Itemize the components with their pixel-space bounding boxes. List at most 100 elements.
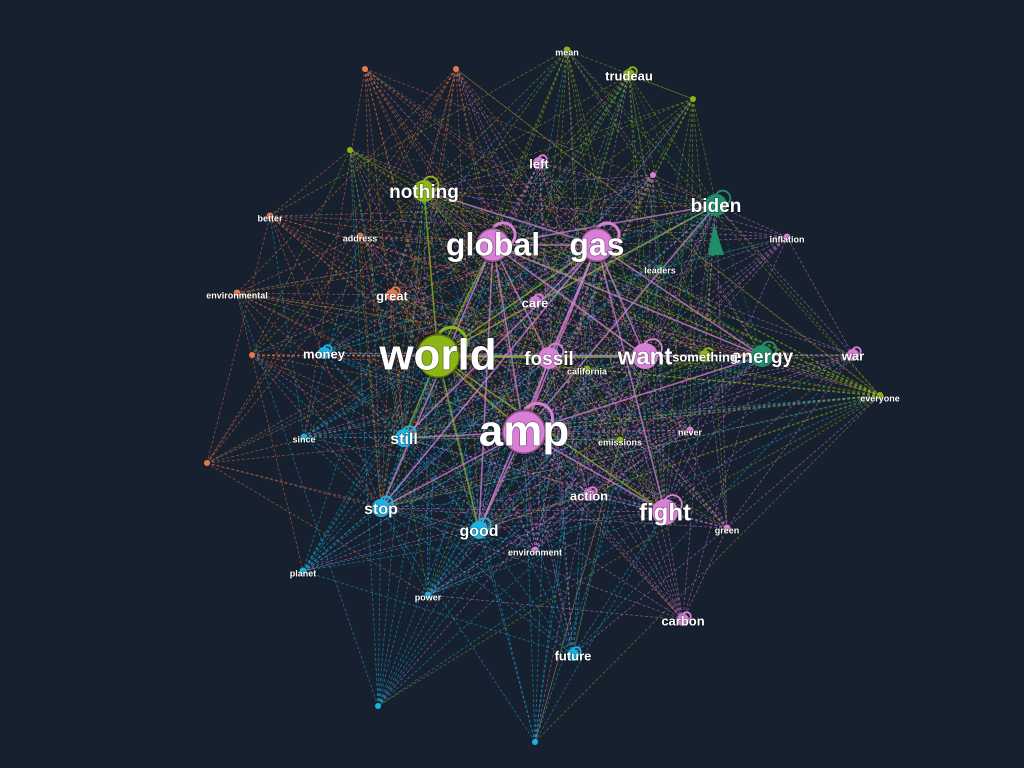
node-circle-environment[interactable]: [531, 546, 539, 554]
node-good[interactable]: [470, 517, 492, 539]
node-circle-never[interactable]: [686, 426, 694, 434]
node-global[interactable]: [474, 221, 517, 264]
node-sm2[interactable]: [453, 66, 459, 72]
node-inflation[interactable]: [783, 233, 791, 241]
node-money[interactable]: [318, 344, 333, 359]
node-circle-carbon[interactable]: [677, 614, 689, 626]
node-circle-war[interactable]: [847, 349, 859, 361]
edge-sm4-still: [403, 174, 654, 439]
node-circle-left[interactable]: [533, 157, 545, 169]
node-sm10[interactable]: [877, 392, 883, 398]
node-sm8[interactable]: [532, 739, 538, 745]
node-trudeau[interactable]: [623, 66, 638, 81]
node-fight[interactable]: [652, 494, 683, 525]
node-circle-action[interactable]: [583, 489, 595, 501]
node-action[interactable]: [583, 486, 598, 501]
node-circle-emissions[interactable]: [616, 436, 624, 444]
node-sm3[interactable]: [690, 96, 696, 102]
node-amp[interactable]: [500, 401, 555, 456]
node-energy[interactable]: [751, 340, 778, 367]
node-circle-sm3[interactable]: [690, 96, 696, 102]
node-circle-leaders[interactable]: [656, 264, 664, 272]
node-sm6[interactable]: [204, 460, 210, 466]
node-circle-inflation[interactable]: [783, 233, 791, 241]
node-circle-sm10[interactable]: [877, 392, 883, 398]
node-circle-environmental[interactable]: [233, 289, 241, 297]
node-something[interactable]: [699, 347, 714, 362]
node-never[interactable]: [686, 426, 694, 434]
node-war[interactable]: [847, 346, 862, 361]
node-great[interactable]: [386, 286, 401, 301]
node-circle-fossil[interactable]: [538, 347, 560, 369]
node-circle-address[interactable]: [356, 232, 364, 240]
node-circle-planet[interactable]: [299, 567, 307, 575]
node-circle-money[interactable]: [318, 347, 330, 359]
node-circle-since[interactable]: [300, 433, 308, 441]
node-environmental[interactable]: [233, 289, 241, 297]
node-circle-sm1[interactable]: [362, 66, 368, 72]
node-circle-sm4[interactable]: [650, 172, 656, 178]
node-left[interactable]: [533, 154, 548, 169]
node-world[interactable]: [414, 325, 469, 380]
node-future[interactable]: [567, 646, 582, 661]
node-sm5[interactable]: [249, 352, 255, 358]
node-circle-something[interactable]: [699, 350, 711, 362]
node-circle-sm8[interactable]: [532, 739, 538, 745]
node-circle-sm7[interactable]: [375, 703, 381, 709]
node-circle-nothing[interactable]: [413, 180, 435, 202]
node-circle-energy[interactable]: [751, 345, 773, 367]
node-green[interactable]: [723, 524, 731, 532]
node-sm9[interactable]: [347, 147, 353, 153]
node-emissions[interactable]: [616, 436, 624, 444]
node-circle-biden[interactable]: [705, 194, 727, 216]
node-sm4[interactable]: [650, 172, 656, 178]
node-circle-sm5[interactable]: [249, 352, 255, 358]
node-circle-trudeau[interactable]: [623, 69, 635, 81]
node-circle-sm2[interactable]: [453, 66, 459, 72]
node-circle-better[interactable]: [266, 212, 274, 220]
node-circle-mean[interactable]: [563, 46, 571, 54]
node-california[interactable]: [583, 365, 591, 373]
node-circle-gas[interactable]: [578, 226, 616, 264]
node-power[interactable]: [424, 591, 432, 599]
node-circle-green[interactable]: [723, 524, 731, 532]
node-circle-stop[interactable]: [372, 499, 390, 517]
node-circle-power[interactable]: [424, 591, 432, 599]
node-since[interactable]: [300, 433, 308, 441]
edge-since-world: [303, 355, 439, 438]
node-circle-california[interactable]: [583, 365, 591, 373]
node-want[interactable]: [632, 338, 663, 369]
node-fossil[interactable]: [538, 342, 565, 369]
node-circle-future[interactable]: [567, 649, 579, 661]
node-circle-great[interactable]: [386, 289, 398, 301]
edge-inflation-still: [403, 236, 788, 439]
node-circle-good[interactable]: [470, 521, 488, 539]
node-environment[interactable]: [531, 546, 539, 554]
node-circle-sm9[interactable]: [347, 147, 353, 153]
node-sm1[interactable]: [362, 66, 368, 72]
edge-care-good: [478, 301, 536, 531]
node-nothing[interactable]: [413, 175, 440, 202]
node-leaders[interactable]: [656, 264, 664, 272]
node-circle-care[interactable]: [529, 296, 541, 308]
node-sm7[interactable]: [375, 703, 381, 709]
node-circle-global[interactable]: [474, 226, 512, 264]
node-better[interactable]: [266, 212, 274, 220]
edge-sm3-never: [689, 98, 694, 431]
node-biden[interactable]: [705, 189, 732, 255]
node-carbon[interactable]: [677, 611, 692, 626]
node-circle-fight[interactable]: [652, 499, 678, 525]
node-circle-still[interactable]: [395, 429, 413, 447]
node-circle-world[interactable]: [414, 332, 462, 380]
node-care[interactable]: [529, 293, 544, 308]
node-address[interactable]: [356, 232, 364, 240]
node-circle-want[interactable]: [632, 343, 658, 369]
node-stop[interactable]: [372, 495, 394, 517]
node-still[interactable]: [395, 425, 417, 447]
node-circle-sm6[interactable]: [204, 460, 210, 466]
node-circle-amp[interactable]: [500, 408, 548, 456]
node-gas[interactable]: [578, 221, 621, 264]
node-planet[interactable]: [299, 567, 307, 575]
node-mean[interactable]: [563, 46, 571, 54]
edge-since-good: [303, 436, 480, 531]
